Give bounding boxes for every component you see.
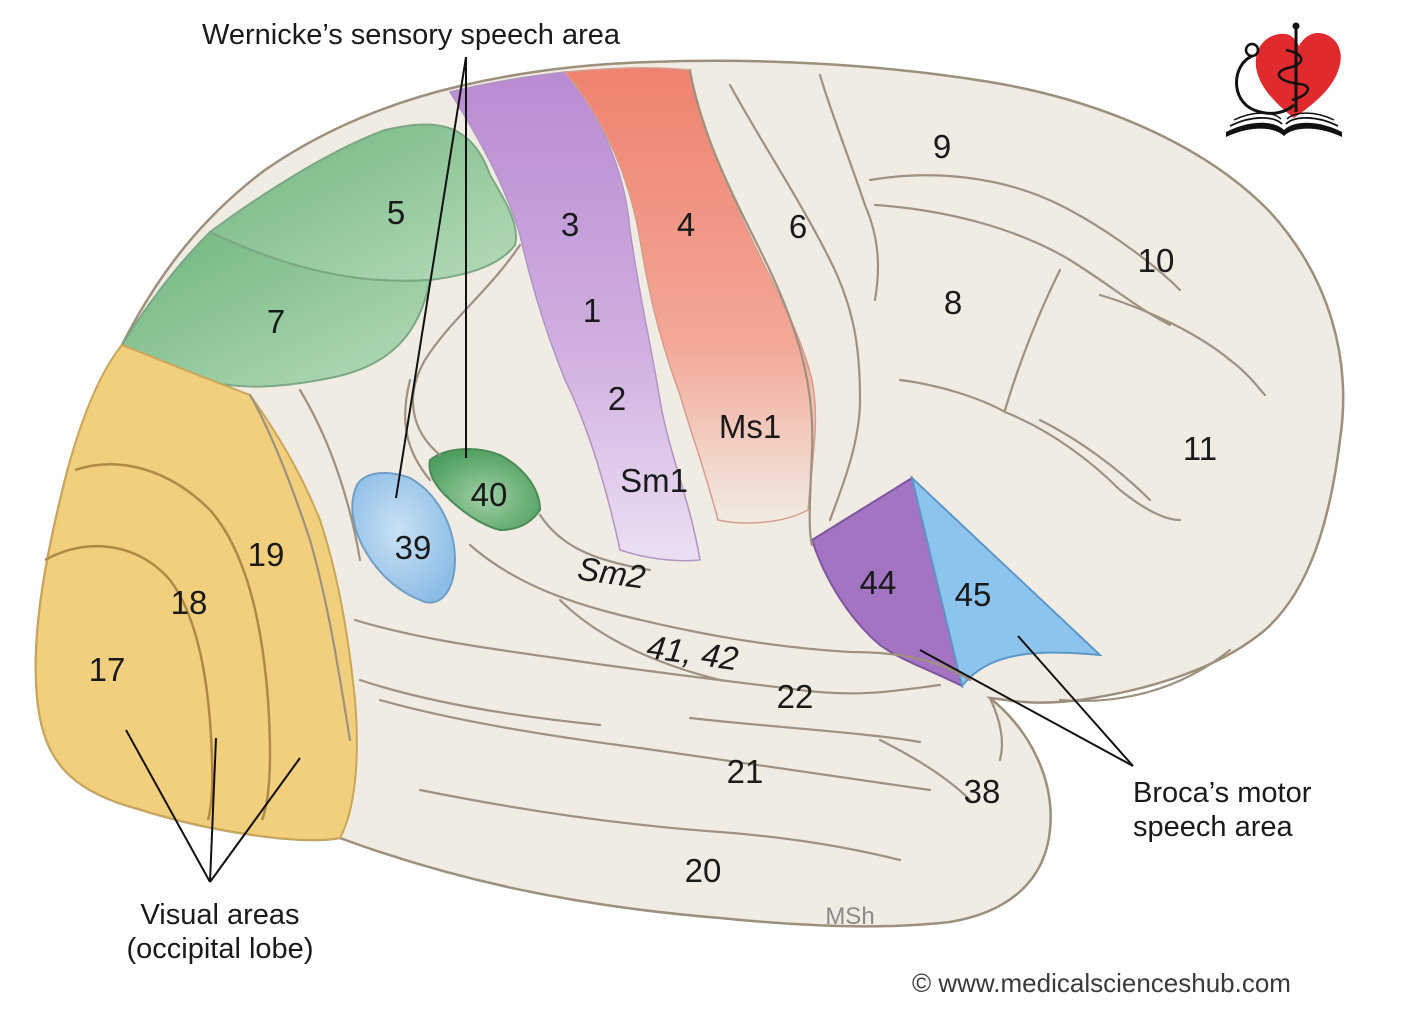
broca-label-line2: speech area (1133, 811, 1293, 843)
label-area-11: 11 (1183, 430, 1217, 467)
label-area-6: 6 (789, 208, 807, 245)
label-area-38: 38 (964, 773, 1001, 810)
label-sm1: Sm1 (620, 462, 688, 499)
label-area-40: 40 (471, 476, 508, 513)
area-3-1-2-region (448, 71, 701, 562)
broca-leader-lines (919, 635, 1134, 767)
label-area-7: 7 (267, 303, 285, 340)
label-area-17: 17 (89, 651, 126, 688)
label-area-19: 19 (248, 536, 285, 573)
area-labels: 5 7 3 1 2 Sm1 4 Ms1 6 9 8 10 11 39 40 Sm… (89, 128, 1217, 889)
artist-signature: MSh (825, 903, 874, 930)
label-area-5: 5 (387, 194, 405, 231)
copyright-text: © www.medicalscienceshub.com (912, 968, 1291, 998)
label-area-3: 3 (561, 206, 579, 243)
label-area-20: 20 (685, 852, 722, 889)
label-area-45: 45 (955, 576, 992, 613)
label-area-39: 39 (395, 529, 432, 566)
area-39-region (351, 472, 457, 604)
wernicke-leader-lines (395, 56, 467, 499)
broca-label-line1: Broca’s motor (1133, 777, 1312, 809)
visual-leader-lines (125, 729, 301, 883)
label-area-8: 8 (944, 284, 962, 321)
label-area-44: 44 (860, 564, 897, 601)
label-area-2: 2 (608, 380, 626, 417)
gyri-lines (248, 68, 1267, 862)
label-ms1: Ms1 (719, 408, 781, 445)
visual-label-line2: (occipital lobe) (127, 933, 314, 965)
label-area-1: 1 (583, 292, 601, 329)
area-19-18-17-region (34, 343, 358, 841)
label-area-4: 4 (677, 206, 695, 243)
area-40-region (428, 448, 542, 532)
heart-caduceus-book-logo (1226, 22, 1342, 137)
label-area-22: 22 (777, 678, 814, 715)
label-area-21: 21 (727, 753, 764, 790)
label-area-18: 18 (171, 584, 208, 621)
visual-label-line1: Visual areas (140, 899, 299, 931)
label-area-9: 9 (933, 128, 951, 165)
wernicke-label: Wernicke’s sensory speech area (202, 19, 621, 51)
label-area-10: 10 (1138, 242, 1175, 279)
